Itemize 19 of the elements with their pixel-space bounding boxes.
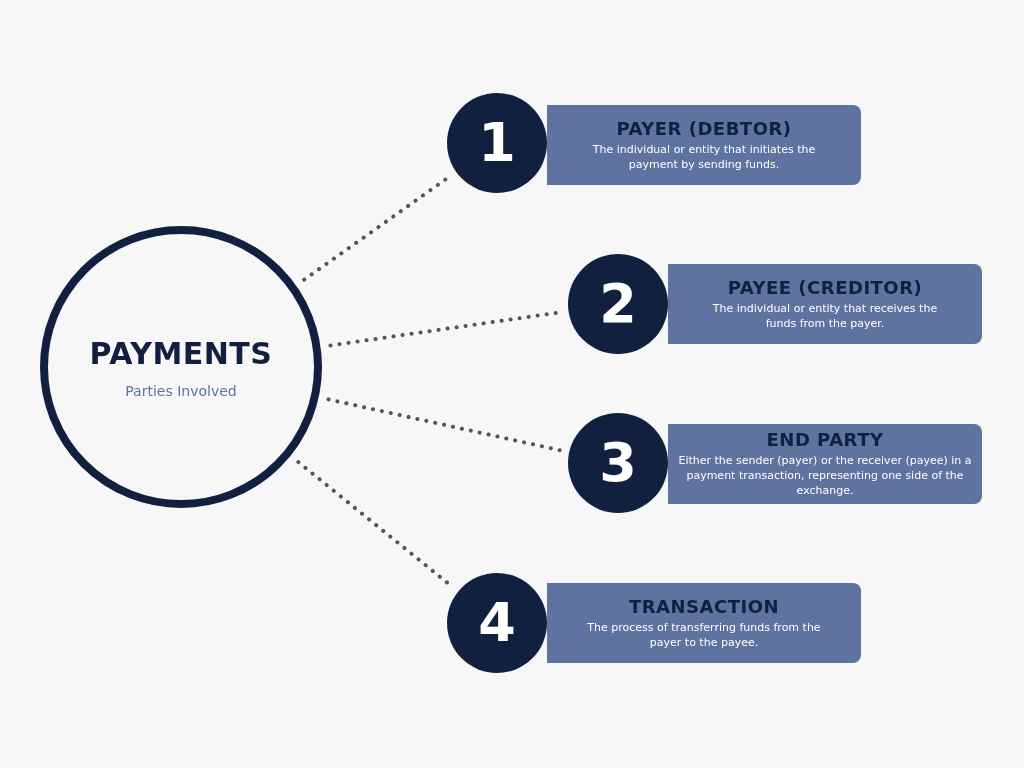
card-description: The individual or entity that initiates the payment by sending funds.	[591, 142, 817, 173]
card-heading: TRANSACTION	[628, 595, 780, 617]
card-heading: PAYEE (CREDITOR)	[727, 276, 923, 298]
circle-subtitle: Parties Involved	[125, 382, 237, 399]
card-background	[547, 583, 861, 663]
card-background	[668, 424, 982, 504]
card-description: The process of transferring funds from the payer to the payee.	[586, 620, 822, 651]
step-number: 2	[599, 277, 637, 331]
card-background	[668, 264, 982, 344]
card-background	[547, 105, 861, 185]
card-heading: END PARTY	[766, 429, 884, 451]
step-number: 3	[599, 436, 637, 490]
card-description: The individual or entity that receives the funds from the payer.	[711, 301, 939, 332]
card-description: Either the sender (payer) or the receiver (payee) in a payment transaction, representing one side of the exchange.	[677, 454, 973, 499]
step-number: 1	[478, 116, 516, 170]
dotted-connector	[326, 397, 564, 453]
card-heading: PAYER (DEBTOR)	[616, 117, 792, 139]
circle-title: PAYMENTS	[89, 335, 273, 371]
step-number: 4	[478, 596, 516, 650]
